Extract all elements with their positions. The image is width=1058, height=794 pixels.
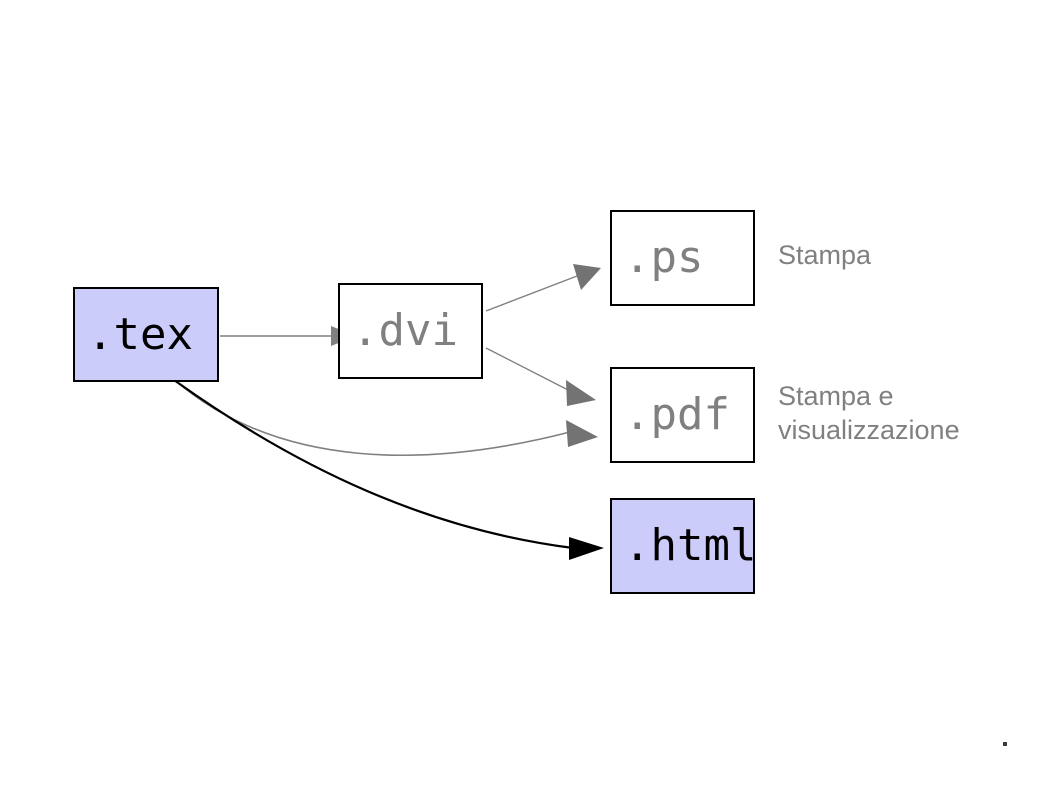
edge-tex-to-dvi [220, 326, 356, 346]
edge-dvi-to-pdf [485, 347, 596, 406]
edge-tex-to-pdf [175, 380, 598, 456]
node-dvi[interactable]: .dvi [338, 283, 483, 379]
edge-tex-to-html [173, 379, 604, 560]
node-html-label: .html [624, 520, 757, 571]
node-ps[interactable]: .ps [610, 210, 755, 306]
node-tex-label: .tex [87, 308, 193, 360]
corner-dot-mark [1003, 742, 1007, 746]
node-tex[interactable]: .tex [73, 287, 219, 382]
annotation-pdf-note: Stampa e visualizzazione [778, 381, 960, 445]
annotation-ps-note: Stampa [778, 240, 872, 270]
node-dvi-label: .dvi [352, 305, 458, 356]
node-html[interactable]: .html [610, 498, 757, 594]
node-pdf[interactable]: .pdf [610, 367, 755, 463]
node-ps-label: .ps [624, 232, 704, 283]
edge-dvi-to-ps [485, 264, 601, 312]
node-pdf-label: .pdf [624, 389, 730, 440]
